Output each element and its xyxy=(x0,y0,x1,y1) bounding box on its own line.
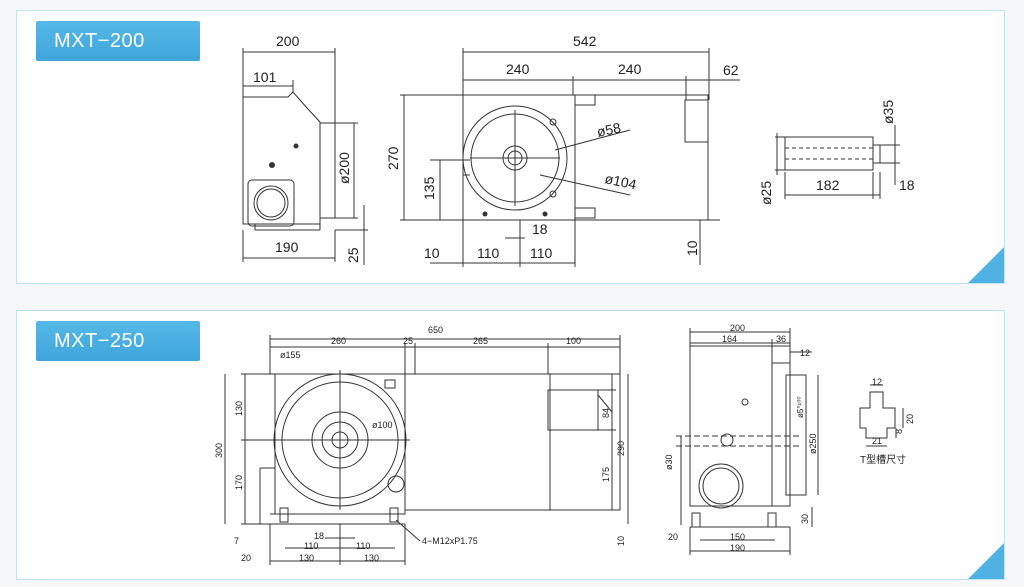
dim-label: 190 xyxy=(730,543,745,553)
dim-label: 110 xyxy=(530,245,553,261)
dim-label: 25 xyxy=(403,336,413,346)
dim-label: 650 xyxy=(428,325,443,335)
dim-label: 135 xyxy=(421,176,437,200)
dim-label: 18 xyxy=(314,531,324,541)
tslot-caption: T型槽尺寸 xyxy=(860,453,906,466)
dim-label: 130 xyxy=(299,553,314,563)
dim-label: 300 xyxy=(214,443,224,458)
dim-label: ø104 xyxy=(603,170,638,192)
dim-label: 20 xyxy=(241,553,251,563)
dim-label: 110 xyxy=(304,541,318,551)
bottom-side-dims: 200 164 36 12 ø5°¹⁰⁰ ø250 ø30 150 190 20… xyxy=(664,323,818,553)
dim-label: 164 xyxy=(722,334,737,344)
dim-label: 62 xyxy=(723,62,739,78)
dim-label: 182 xyxy=(816,177,840,193)
top-front-view xyxy=(400,48,740,267)
dim-label: 110 xyxy=(477,245,500,261)
dim-label: 20 xyxy=(668,532,678,542)
dim-label: 10 xyxy=(616,536,626,546)
dim-label: 10 xyxy=(684,240,700,256)
dim-label: 8 xyxy=(894,429,904,434)
dim-label: 110 xyxy=(356,541,370,551)
bottom-tslot-dims: 12 20 8 21 T型槽尺寸 xyxy=(860,377,915,466)
dim-label: 240 xyxy=(618,61,642,77)
top-shaft-dims: ø35 ø25 182 18 xyxy=(758,100,915,205)
dim-label: ø200 xyxy=(336,152,352,184)
dim-label: 30 xyxy=(800,514,810,524)
top-side-view xyxy=(242,48,368,265)
dim-label: 290 xyxy=(616,441,626,456)
bottom-front-dims: 650 260 25 265 100 ø155 ø100 130 300 170… xyxy=(214,325,626,563)
top-shaft-view xyxy=(775,125,900,199)
dim-label: 270 xyxy=(385,146,401,170)
dim-label: 84 xyxy=(601,408,611,418)
dim-label: 190 xyxy=(275,239,299,255)
dim-label: 175 xyxy=(601,467,611,482)
dim-label: 10 xyxy=(424,245,440,261)
dim-label: ø25 xyxy=(758,181,774,205)
dim-label: 36 xyxy=(776,334,786,344)
dim-label: 130 xyxy=(364,553,379,563)
dim-label: 150 xyxy=(730,532,745,542)
dim-label: 260 xyxy=(331,336,346,346)
dim-label: ø30 xyxy=(664,454,674,470)
dim-label: 12 xyxy=(800,348,810,358)
bottom-tslot-view xyxy=(859,384,904,447)
bottom-side-view xyxy=(676,328,819,555)
dim-label: 18 xyxy=(532,221,548,237)
top-front-dims: 542 240 240 62 270 135 ø58 ø104 18 10 11… xyxy=(385,33,739,261)
dim-label: 240 xyxy=(506,61,530,77)
dim-label: 4−M12xP1.75 xyxy=(422,536,478,546)
dim-label: 200 xyxy=(730,323,745,333)
dim-label: 170 xyxy=(234,475,244,490)
dim-label: 130 xyxy=(234,401,244,416)
dim-label: 100 xyxy=(566,336,581,346)
dim-label: 12 xyxy=(872,377,882,387)
dim-label: ø250 xyxy=(808,433,818,454)
top-side-dims: 200 101 ø200 190 25 xyxy=(253,33,361,263)
dim-label: ø100 xyxy=(372,420,393,430)
dim-label: 7 xyxy=(234,536,239,546)
dim-label: 542 xyxy=(573,33,597,49)
dim-label: ø155 xyxy=(280,350,301,360)
bottom-front-view xyxy=(224,335,629,565)
dim-label: 200 xyxy=(276,33,300,49)
dim-label: 20 xyxy=(905,414,915,424)
dim-label: ø35 xyxy=(880,100,896,124)
dim-label: ø58 xyxy=(595,119,622,140)
dim-label: 25 xyxy=(345,247,361,263)
dim-label: 265 xyxy=(473,336,488,346)
dim-label: 21 xyxy=(872,436,882,446)
dim-label: ø5°¹⁰⁰ xyxy=(796,396,805,418)
dim-label: 101 xyxy=(253,69,277,85)
dim-label: 18 xyxy=(899,177,915,193)
